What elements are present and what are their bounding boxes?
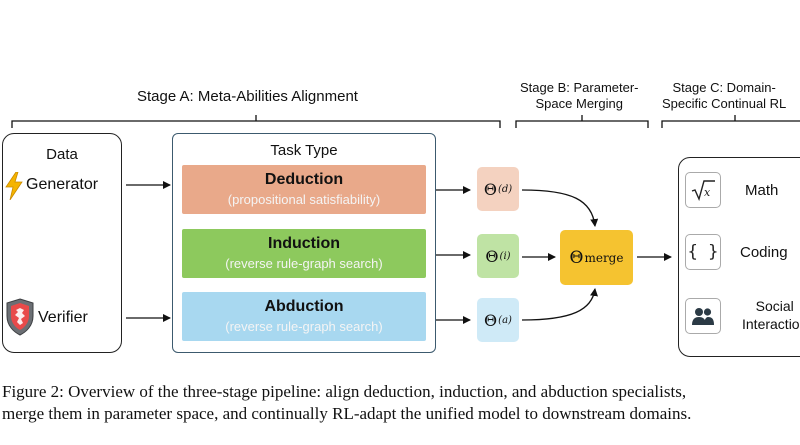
- generator-label: Generator: [26, 176, 99, 193]
- theta-superscript: (d): [497, 183, 513, 195]
- theta-symbol: Θ: [483, 179, 497, 199]
- people-icon: [685, 298, 721, 334]
- theta-superscript: (i): [499, 250, 511, 262]
- caption-line1: Figure 2: Overview of the three-stage pi…: [2, 382, 687, 401]
- svg-text:x: x: [704, 186, 711, 199]
- task-desc: (propositional satisfiability): [227, 192, 381, 207]
- stage-c-line1: Stage C: Domain-: [672, 80, 776, 95]
- theta-abduction: Θ(a): [477, 298, 519, 342]
- stage-b-line1: Stage B: Parameter-: [520, 80, 639, 95]
- theta-deduction: Θ(d): [477, 167, 519, 211]
- task-name: Deduction: [264, 171, 344, 188]
- caption-line2: merge them in parameter space, and conti…: [2, 404, 692, 423]
- stage-b-line2: Space Merging: [535, 96, 623, 111]
- curly-braces-icon: { }: [685, 234, 721, 270]
- sqrt-x-icon: x: [685, 172, 721, 208]
- domain-social-line2: Interaction: [742, 316, 800, 332]
- theta-symbol: Θ: [484, 310, 498, 330]
- domain-social-label: Social Interaction: [742, 297, 800, 333]
- arrow-theta-a-to-merge: [521, 288, 598, 321]
- task-induction: Induction (reverse rule-graph search): [182, 229, 426, 278]
- verifier-label: Verifier: [38, 309, 88, 326]
- figure-caption: Figure 2: Overview of the three-stage pi…: [2, 381, 691, 425]
- task-desc: (reverse rule-graph search): [225, 319, 383, 334]
- lightning-icon: [4, 171, 24, 205]
- theta-symbol: Θ: [485, 246, 499, 266]
- task-name: Abduction: [264, 298, 344, 315]
- shield-icon: [5, 298, 35, 341]
- domain-math-label: Math: [745, 182, 779, 199]
- task-desc: (reverse rule-graph search): [225, 256, 383, 271]
- arrow-theta-d-to-merge: [521, 189, 599, 227]
- stage-b-brace: [515, 120, 649, 128]
- theta-induction: Θ(i): [477, 234, 519, 278]
- domain-coding-label: Coding: [740, 244, 788, 261]
- merge-symbol: Θ: [569, 247, 584, 268]
- stage-c-line2: Specific Continual RL: [662, 96, 787, 111]
- task-deduction: Deduction (propositional satisfiability): [182, 165, 426, 214]
- stage-b-title: Stage B: Parameter- Space Merging: [520, 80, 639, 112]
- domain-social-line1: Social: [755, 298, 794, 314]
- theta-superscript: (a): [498, 314, 512, 326]
- stage-a-brace: [11, 120, 501, 128]
- merge-subscript: merge: [584, 250, 624, 265]
- data-title: Data: [46, 146, 78, 163]
- task-type-title: Task Type: [270, 142, 338, 159]
- stage-c-brace: [661, 120, 800, 128]
- stage-a-title: Stage A: Meta-Abilities Alignment: [137, 88, 358, 105]
- stage-c-title: Stage C: Domain- Specific Continual RL: [662, 80, 786, 112]
- task-abduction: Abduction (reverse rule-graph search): [182, 292, 426, 341]
- task-name: Induction: [268, 235, 340, 252]
